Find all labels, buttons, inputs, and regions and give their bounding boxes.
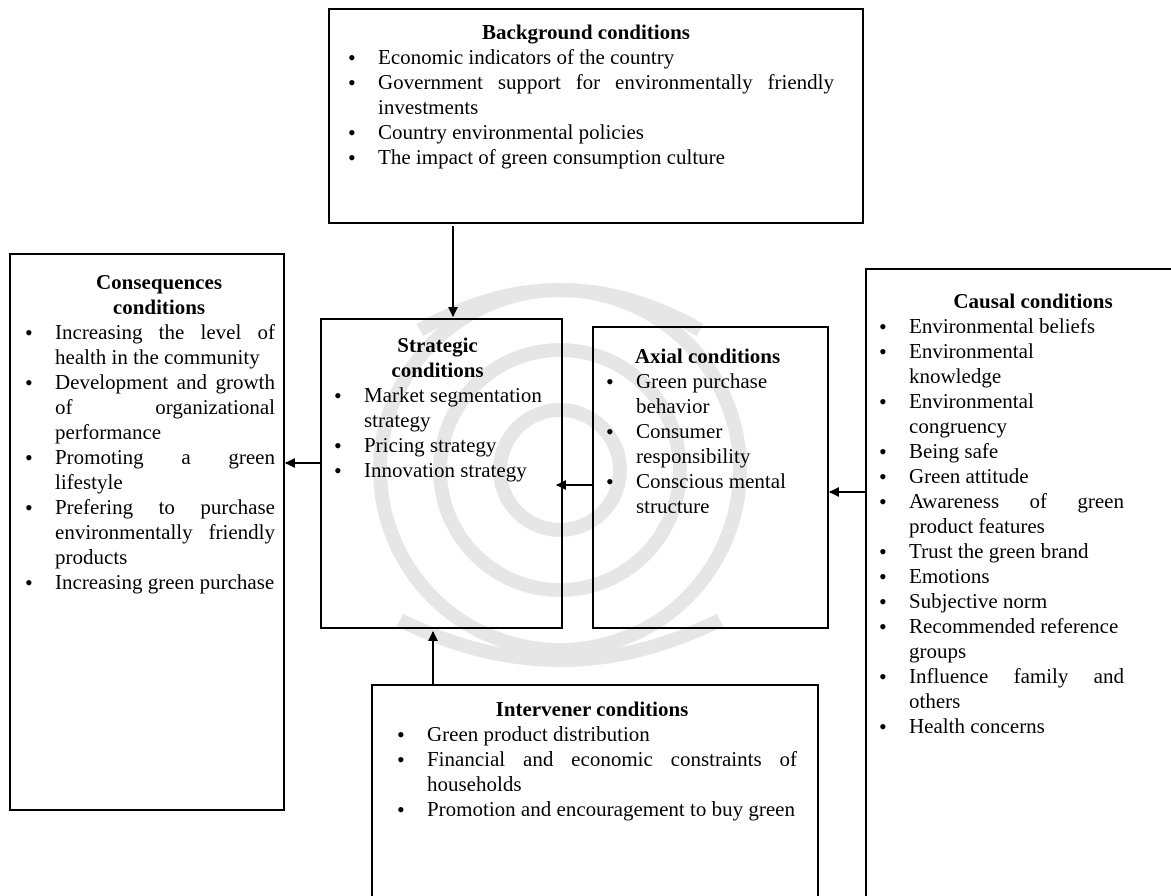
list-item: Market segmentation strategy <box>324 383 551 433</box>
intervener-conditions-title: Intervener conditions <box>495 697 689 721</box>
list-item: Innovation strategy <box>324 458 551 483</box>
list-item: Financial and economic constraints of ho… <box>387 747 797 797</box>
list-item: Green product distribution <box>387 722 797 747</box>
list-item: Influence family and others <box>869 664 1124 714</box>
axial-conditions-title: Axial conditions <box>634 344 781 368</box>
list-item: Promotion and encouragement to buy green <box>387 797 797 822</box>
intervener-conditions-list: Green product distribution Financial and… <box>387 722 797 822</box>
list-item: Trust the green brand <box>869 539 1124 564</box>
list-item: Environmental beliefs <box>869 314 1124 339</box>
strategic-conditions-title: Strategic conditions <box>391 333 484 382</box>
list-item: Health concerns <box>869 714 1124 739</box>
list-item: Green attitude <box>869 464 1124 489</box>
consequences-conditions-box: Consequences conditions Increasing the l… <box>9 253 285 811</box>
strategic-conditions-list: Market segmentation strategy Pricing str… <box>324 383 551 483</box>
causal-conditions-title: Causal conditions <box>953 289 1113 313</box>
list-item: Green purchase behavior <box>596 369 819 419</box>
consequences-conditions-title: Consequences conditions <box>95 270 222 319</box>
list-item: Economic indicators of the country <box>338 45 834 70</box>
list-item: Environmental congruency <box>869 389 1124 439</box>
background-conditions-title: Background conditions <box>482 20 690 44</box>
list-item: Recommended reference groups <box>869 614 1124 664</box>
list-item: Prefering to purchase environmentally fr… <box>15 495 275 570</box>
list-item: Emotions <box>869 564 1124 589</box>
axial-conditions-box: Axial conditions Green purchase behavior… <box>592 326 829 629</box>
causal-conditions-list: Environmental beliefs Environmental know… <box>869 314 1124 739</box>
list-item: Increasing green purchase <box>15 570 275 595</box>
list-item: Government support for environmentally f… <box>338 70 834 120</box>
causal-conditions-box: Causal conditions Environmental beliefs … <box>865 268 1171 896</box>
list-item: Development and growth of organizational… <box>15 370 275 445</box>
consequences-conditions-list: Increasing the level of health in the co… <box>15 320 275 595</box>
list-item: Promoting a green lifestyle <box>15 445 275 495</box>
list-item: Being safe <box>869 439 1124 464</box>
list-item: Country environmental policies <box>338 120 834 145</box>
list-item: Increasing the level of health in the co… <box>15 320 275 370</box>
axial-conditions-list: Green purchase behavior Consumer respons… <box>596 369 819 519</box>
list-item: Awareness of green product features <box>869 489 1124 539</box>
background-conditions-box: Background conditions Economic indicator… <box>328 8 864 224</box>
list-item: Consumer responsibility <box>596 419 819 469</box>
list-item: Conscious mental structure <box>596 469 819 519</box>
list-item: Environmental knowledge <box>869 339 1124 389</box>
list-item: Pricing strategy <box>324 433 551 458</box>
list-item: Subjective norm <box>869 589 1124 614</box>
list-item: The impact of green consumption culture <box>338 145 834 170</box>
background-conditions-list: Economic indicators of the country Gover… <box>338 45 834 170</box>
strategic-conditions-box: Strategic conditions Market segmentation… <box>320 318 563 629</box>
intervener-conditions-box: Intervener conditions Green product dist… <box>371 684 819 896</box>
